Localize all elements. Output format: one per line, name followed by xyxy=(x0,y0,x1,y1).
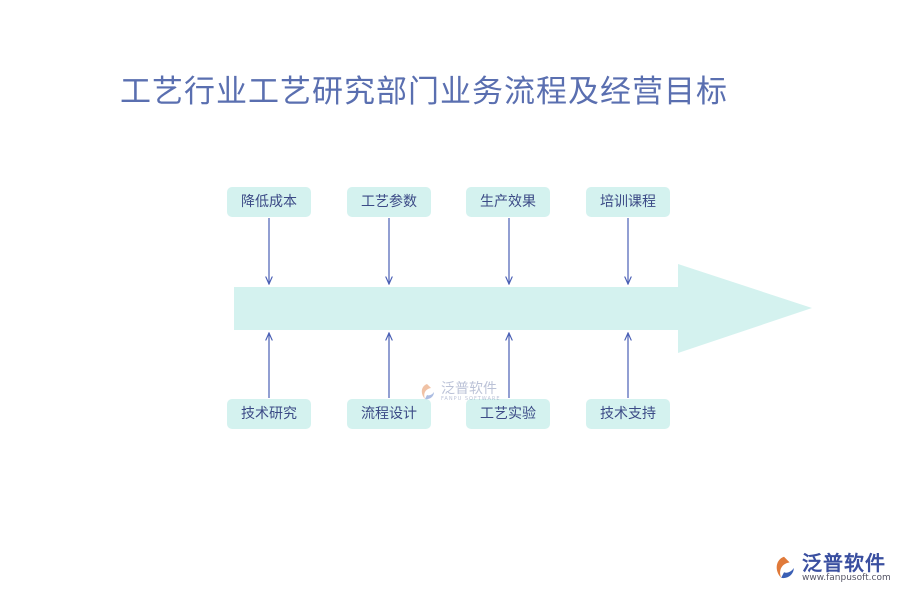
main-arrow xyxy=(234,264,812,353)
top-box-2: 工艺参数 xyxy=(347,187,431,217)
watermark-corner-url: www.fanpusoft.com xyxy=(802,573,891,583)
bottom-box-2: 流程设计 xyxy=(347,399,431,429)
watermark-center-sub: FANPU SOFTWARE xyxy=(441,396,501,403)
fanpu-logo-icon xyxy=(421,384,434,400)
bottom-box-1: 技术研究 xyxy=(227,399,311,429)
watermark-center: 泛普软件 FANPU SOFTWARE xyxy=(417,381,501,403)
watermark-center-name: 泛普软件 xyxy=(441,381,497,397)
top-box-4: 培训课程 xyxy=(586,187,670,217)
top-box-1: 降低成本 xyxy=(227,187,311,217)
watermark-corner-name: 泛普软件 xyxy=(802,551,886,575)
bottom-box-4: 技术支持 xyxy=(586,399,670,429)
top-box-3: 生产效果 xyxy=(466,187,550,217)
bottom-box-3: 工艺实验 xyxy=(466,399,550,429)
watermark-corner: 泛普软件 www.fanpusoft.com xyxy=(770,552,891,584)
page-title: 工艺行业工艺研究部门业务流程及经营目标 xyxy=(120,74,728,110)
fanpu-logo-icon xyxy=(776,556,794,579)
